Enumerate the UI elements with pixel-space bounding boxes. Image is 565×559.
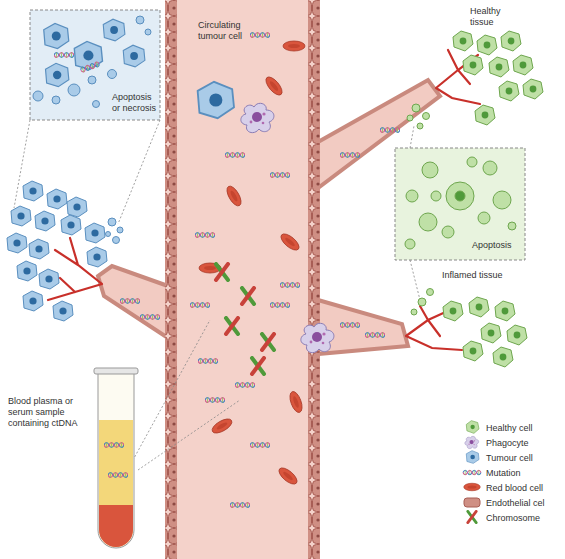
legend-row: Chromosome <box>462 510 562 525</box>
legend-swatch <box>462 495 482 510</box>
label: Inflamed tissue <box>442 270 518 281</box>
legend: Healthy cellPhagocyteTumour cellMutation… <box>462 420 562 525</box>
legend-row: Endothelial cel <box>462 495 562 510</box>
legend-row: Tumour cell <box>462 450 562 465</box>
legend-text: Phagocyte <box>486 438 529 448</box>
legend-swatch <box>462 450 482 465</box>
label: Circulating tumour cell <box>198 20 262 42</box>
legend-text: Healthy cell <box>486 423 533 433</box>
label: Apoptosis or necrosis <box>112 92 158 114</box>
label: Blood plasma or serum sample containing … <box>8 396 92 429</box>
label: Healthy tissue <box>470 6 526 28</box>
legend-text: Mutation <box>486 468 521 478</box>
legend-swatch <box>462 435 482 450</box>
legend-swatch <box>462 465 482 480</box>
legend-text: Endothelial cel <box>486 498 545 508</box>
legend-text: Chromosome <box>486 513 540 523</box>
legend-text: Tumour cell <box>486 453 533 463</box>
legend-row: Red blood cell <box>462 480 562 495</box>
legend-row: Phagocyte <box>462 435 562 450</box>
legend-swatch <box>462 420 482 435</box>
legend-swatch <box>462 510 482 525</box>
legend-swatch <box>462 480 482 495</box>
legend-text: Red blood cell <box>486 483 543 493</box>
label: Apoptosis <box>472 240 522 251</box>
legend-row: Healthy cell <box>462 420 562 435</box>
legend-row: Mutation <box>462 465 562 480</box>
